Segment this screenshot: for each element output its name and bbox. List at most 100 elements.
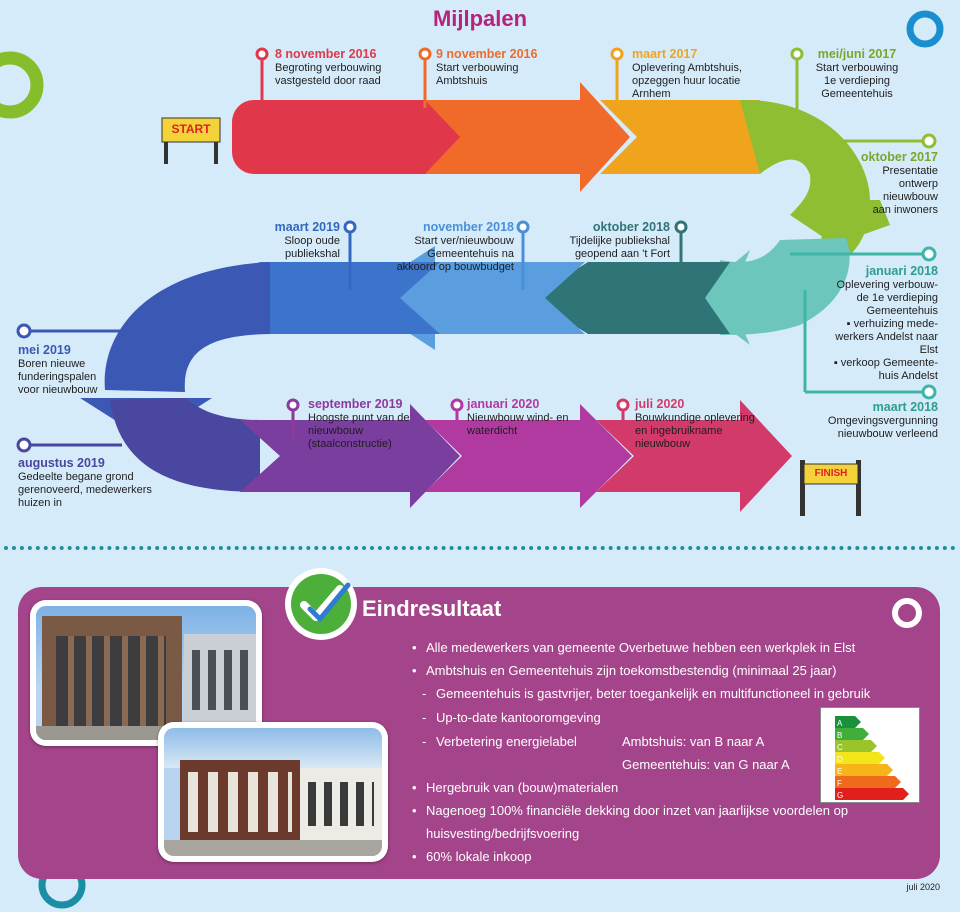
bullet-3: -Gemeentehuis is gastvrijer, beter toega… <box>422 686 870 702</box>
blue-ring-icon <box>906 10 944 48</box>
arrow-head <box>820 200 890 250</box>
milestone-date: augustus 2019 <box>18 456 105 470</box>
milestone-text: Gedeelte begane grond gerenoveerd, medew… <box>18 471 152 509</box>
milestone-jan2020: januari 2020 Nieuwbouw wind- en waterdic… <box>467 397 569 438</box>
pin-mei2019 <box>16 323 130 339</box>
pin-jul2020 <box>616 398 630 440</box>
milestone-okt2017: oktober 2017 Presentatie ontwerp nieuwbo… <box>820 150 938 217</box>
milestone-text: Presentatie ontwerp nieuwbouw aan inwone… <box>872 165 938 216</box>
bullet-9: •60% lokale inkoop <box>412 849 532 865</box>
milestone-text: Nieuwbouw wind- en waterdicht <box>467 412 569 437</box>
milestone-text: Oplevering Ambtshuis, opzeggen huur loca… <box>632 62 743 100</box>
bullet-text: Verbetering energielabel <box>436 734 577 749</box>
white-ring-icon <box>892 598 922 628</box>
milestone-okt2018: oktober 2018 Tijdelijke publiekshal geop… <box>560 220 670 261</box>
finish-label: FINISH <box>814 468 848 479</box>
milestone-text: Omgevingsvergunning nieuwbouw verleend <box>827 415 938 440</box>
arrow-curve <box>104 262 270 392</box>
milestone-jul2020: juli 2020 Bouwkundige oplevering en inge… <box>635 397 755 451</box>
bullet-6: •Hergebruik van (bouw)materialen <box>412 780 618 796</box>
milestone-date: mei/juni 2017 <box>817 47 897 61</box>
pin-nov2018 <box>516 220 530 290</box>
milestone-date: maart 2018 <box>872 400 938 414</box>
milestone-date: mei 2019 <box>18 343 71 357</box>
milestone-pins <box>16 47 937 453</box>
bullet-marker: - <box>422 734 427 749</box>
milestone-mrt2017: maart 2017 Oplevering Ambtshuis, opzegge… <box>632 47 742 101</box>
milestone-date: oktober 2017 <box>860 150 938 164</box>
pin-okt2017 <box>800 133 937 149</box>
energy-label-chart: A B C D E F G <box>820 707 920 803</box>
page-title: Mijlpalen <box>432 6 528 31</box>
milestone-9nov2016: 9 november 2016 Start verbouwing Ambtshu… <box>436 47 537 88</box>
pin-sep2019 <box>286 398 300 440</box>
milestone-text: Start ver/nieuwbouw Gemeentehuis na akko… <box>396 235 514 273</box>
bullet-text: Ambtshuis en Gemeentehuis zijn toekomstb… <box>426 663 837 678</box>
arrow-segment <box>240 404 460 508</box>
arrow-curve <box>720 238 850 335</box>
energy-letter: G <box>837 791 843 800</box>
milestone-text: Begroting verbouwing vastgesteld door ra… <box>275 62 382 87</box>
milestone-sep2019: september 2019 Hoogste punt van de nieuw… <box>308 397 410 451</box>
arrow-segment <box>232 100 444 174</box>
bullet-4: -Up-to-date kantooromgeving <box>422 710 601 726</box>
bullet-2: • Ambtshuis en Gemeentehuis zijn toekomst… <box>412 663 836 679</box>
milestone-text: Start verbouwing 1e verdieping Gemeenteh… <box>815 62 899 100</box>
dotted-divider <box>4 546 956 550</box>
result-title: Eindresultaat <box>362 596 502 621</box>
bullet-1: • Alle medewerkers van gemeente Overbetuw… <box>412 640 855 656</box>
arrow-segment <box>600 100 760 174</box>
pin-8nov2016 <box>255 47 269 108</box>
milestone-text: Bouwkundige oplevering en ingebruikname … <box>635 412 755 450</box>
milestone-text: Hoogste punt van de nieuwbouw (staalcons… <box>308 412 410 450</box>
energy-letter: A <box>837 719 843 728</box>
energy-gemeentehuis: Gemeentehuis: van G naar A <box>622 757 790 772</box>
bullet-text: Gemeentehuis is gastvrijer, beter toegan… <box>436 686 871 701</box>
bullet-5: -Verbetering energielabel <box>422 734 577 750</box>
pin-jan2018 <box>790 246 937 262</box>
arrow-head <box>690 250 750 345</box>
milestone-date: oktober 2018 <box>592 220 670 234</box>
energy-letter: E <box>837 767 842 776</box>
energy-letter: B <box>837 731 842 740</box>
milestone-mei2019: mei 2019 Boren nieuwe funderingspalen vo… <box>18 343 98 397</box>
pin-okt2018 <box>674 220 688 290</box>
arrow-segment <box>596 400 792 512</box>
milestone-text: Boren nieuwe funderingspalen voor nieuwb… <box>18 358 98 396</box>
energy-letter: F <box>837 779 842 788</box>
bullet-text: Up-to-date kantooromgeving <box>436 710 601 725</box>
bullet-8: huisvesting/bedrijfsvoering <box>426 826 579 842</box>
milestone-date: september 2019 <box>308 397 403 411</box>
arrow-segment <box>425 82 630 192</box>
pin-aug2019 <box>16 437 122 453</box>
bullet-marker: • <box>412 663 417 678</box>
milestone-jan2018: januari 2018 Oplevering verbouw- de 1e v… <box>810 264 938 383</box>
milestone-date: november 2018 <box>422 220 514 234</box>
bullet-marker: • <box>412 640 417 655</box>
milestone-mrt2018: maart 2018 Omgevingsvergunning nieuwbouw… <box>800 400 938 441</box>
bullet-marker: - <box>422 686 427 701</box>
milestone-date: maart 2019 <box>274 220 340 234</box>
milestone-date: januari 2018 <box>865 264 938 278</box>
pin-mrt2017 <box>610 47 624 108</box>
checkmark-icon <box>285 568 357 640</box>
bullet-text: Alle medewerkers van gemeente Overbetuwe… <box>426 640 856 655</box>
milestone-date: januari 2020 <box>467 397 540 411</box>
finish-sign <box>800 460 861 516</box>
milestone-date: 8 november 2016 <box>275 47 377 61</box>
milestone-mei2017: mei/juni 2017 Start verbouwing 1e verdie… <box>804 47 910 101</box>
bullet-marker: • <box>412 803 417 818</box>
pin-mrt2019 <box>343 220 357 290</box>
start-sign <box>161 117 221 164</box>
green-ring-icon <box>0 51 44 119</box>
milestone-nov2018: november 2018 Start ver/nieuwbouw Gemeen… <box>370 220 514 274</box>
milestone-mrt2019: maart 2019 Sloop oude publiekshal <box>250 220 340 261</box>
bullet-marker: • <box>412 780 417 795</box>
arrow-curve <box>110 398 260 492</box>
energy-ambtshuis: Ambtshuis: van B naar A <box>622 734 765 749</box>
milestone-text: Tijdelijke publiekshal geopend aan 't Fo… <box>569 235 670 260</box>
energy-letter: C <box>837 743 843 752</box>
start-label: START <box>171 122 211 136</box>
milestone-date: juli 2020 <box>635 397 685 411</box>
